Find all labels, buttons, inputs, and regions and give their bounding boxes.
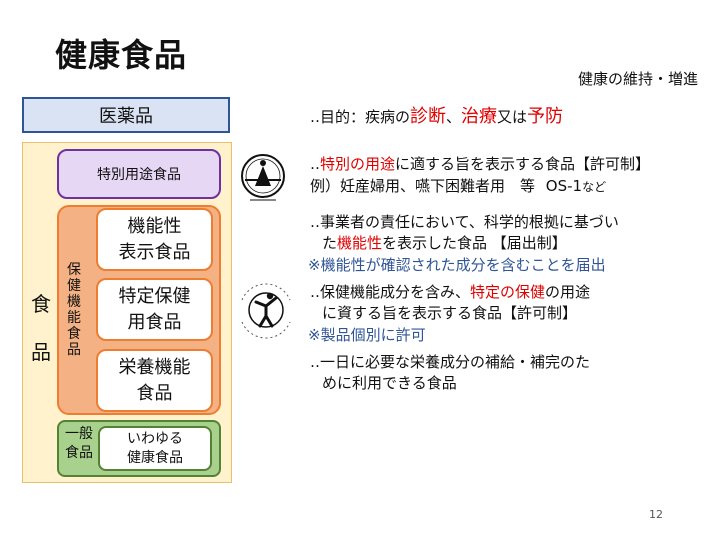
fnfc-desc-prefix: た [322, 234, 338, 252]
special-use-food-box: 特別用途食品 [57, 149, 221, 199]
health-function-claims-label: 保 健 機 能 食 品 [64, 262, 84, 358]
medicine-desc-diagnosis: 診断 [410, 106, 447, 127]
foshu-desc-highlight: 特定の保健 [470, 283, 546, 301]
fnfc-note: ※機能性が確認された成分を含むことを届出 [308, 256, 606, 274]
hfc-char: 品 [67, 342, 81, 358]
foshu-description-line1: ‥保健機能成分を含み、特定の保健の用途 [310, 281, 590, 302]
special-use-description: ‥特別の用途に適する旨を表示する食品【許可制】 [310, 153, 650, 174]
foshu-mark-icon [241, 283, 291, 339]
slide-title: 健康食品 [55, 36, 188, 74]
foshu-note: ※製品個別に許可 [308, 326, 426, 344]
special-use-desc-highlight: 特別の用途 [320, 155, 396, 173]
fnfc-description-line2: た機能性を表示した食品 【届出制】 [322, 232, 567, 253]
fnfc-box: 機能性 表示食品 [96, 208, 213, 271]
hfc-char: 機 [67, 294, 81, 310]
nutrient-description-line2: めに利用できる食品 [322, 374, 457, 392]
special-use-mark-icon [241, 154, 285, 201]
food-char-1: 食 [31, 292, 51, 316]
special-use-example-main: 例）妊産婦用、嚥下困難者用 等 [310, 177, 536, 195]
medicine-description: ‥目的：疾病の診断、治療又は予防 [310, 102, 563, 128]
so-called-health-food-box: いわゆる 健康食品 [98, 426, 212, 471]
medicine-box: 医薬品 [22, 97, 230, 133]
foshu-box: 特定保健 用食品 [96, 278, 213, 341]
special-use-desc-prefix: ‥ [310, 155, 321, 173]
medicine-label: 医薬品 [99, 106, 153, 127]
foshu-description-line2: に資する旨を表示する食品【許可制】 [322, 304, 578, 322]
general-food-label-line1: 一般 [65, 426, 93, 442]
special-use-example: 例）妊産婦用、嚥下困難者用 等 OS-1など [310, 175, 606, 196]
fnfc-desc-highlight: 機能性 [337, 234, 383, 252]
slide-subtitle: 健康の維持・増進 [577, 70, 698, 88]
so-called-label-line2: 健康食品 [127, 449, 183, 466]
foshu-desc-suffix: の用途 [545, 283, 591, 301]
fnfc-description-line1: ‥事業者の責任において、科学的根拠に基づい [310, 213, 619, 231]
food-char-2: 品 [31, 340, 51, 364]
hfc-char: 食 [67, 326, 81, 342]
fnfc-label-line1: 機能性 [127, 215, 182, 237]
food-label: 食 品 [28, 280, 54, 376]
nutrient-function-box: 栄養機能 食品 [96, 349, 213, 412]
special-use-example-os1: OS-1 [545, 177, 583, 195]
hfc-char: 能 [67, 310, 81, 326]
medicine-desc-treatment: 治療 [461, 106, 498, 127]
foshu-label-line1: 特定保健 [118, 285, 191, 307]
fnfc-label-line2: 表示食品 [118, 241, 191, 263]
medicine-desc-prevention: 予防 [527, 106, 564, 127]
special-use-desc-suffix: に適する旨を表示する食品【許可制】 [395, 155, 651, 173]
nutrient-description-line1: ‥一日に必要な栄養成分の補給・補完のた [310, 353, 591, 371]
hfc-char: 健 [67, 278, 81, 294]
so-called-label-line1: いわゆる [127, 430, 183, 447]
medicine-desc-sep1: 、 [446, 108, 462, 126]
special-use-food-label: 特別用途食品 [97, 167, 181, 183]
general-food-label-line2: 食品 [65, 445, 93, 461]
foshu-desc-prefix: ‥保健機能成分を含み、 [310, 283, 471, 301]
special-use-example-tail: など [582, 180, 607, 194]
general-food-label: 一般 食品 [61, 425, 97, 463]
page-number: 12 [649, 508, 663, 521]
nutrient-label-line2: 食品 [136, 382, 173, 404]
fnfc-desc-suffix: を表示した食品 【届出制】 [382, 234, 567, 252]
hfc-char: 保 [67, 262, 81, 278]
medicine-desc-prefix: ‥目的：疾病の [310, 108, 411, 126]
nutrient-label-line1: 栄養機能 [118, 356, 191, 378]
medicine-desc-sep2: 又は [497, 108, 528, 126]
foshu-label-line2: 用食品 [127, 311, 182, 333]
